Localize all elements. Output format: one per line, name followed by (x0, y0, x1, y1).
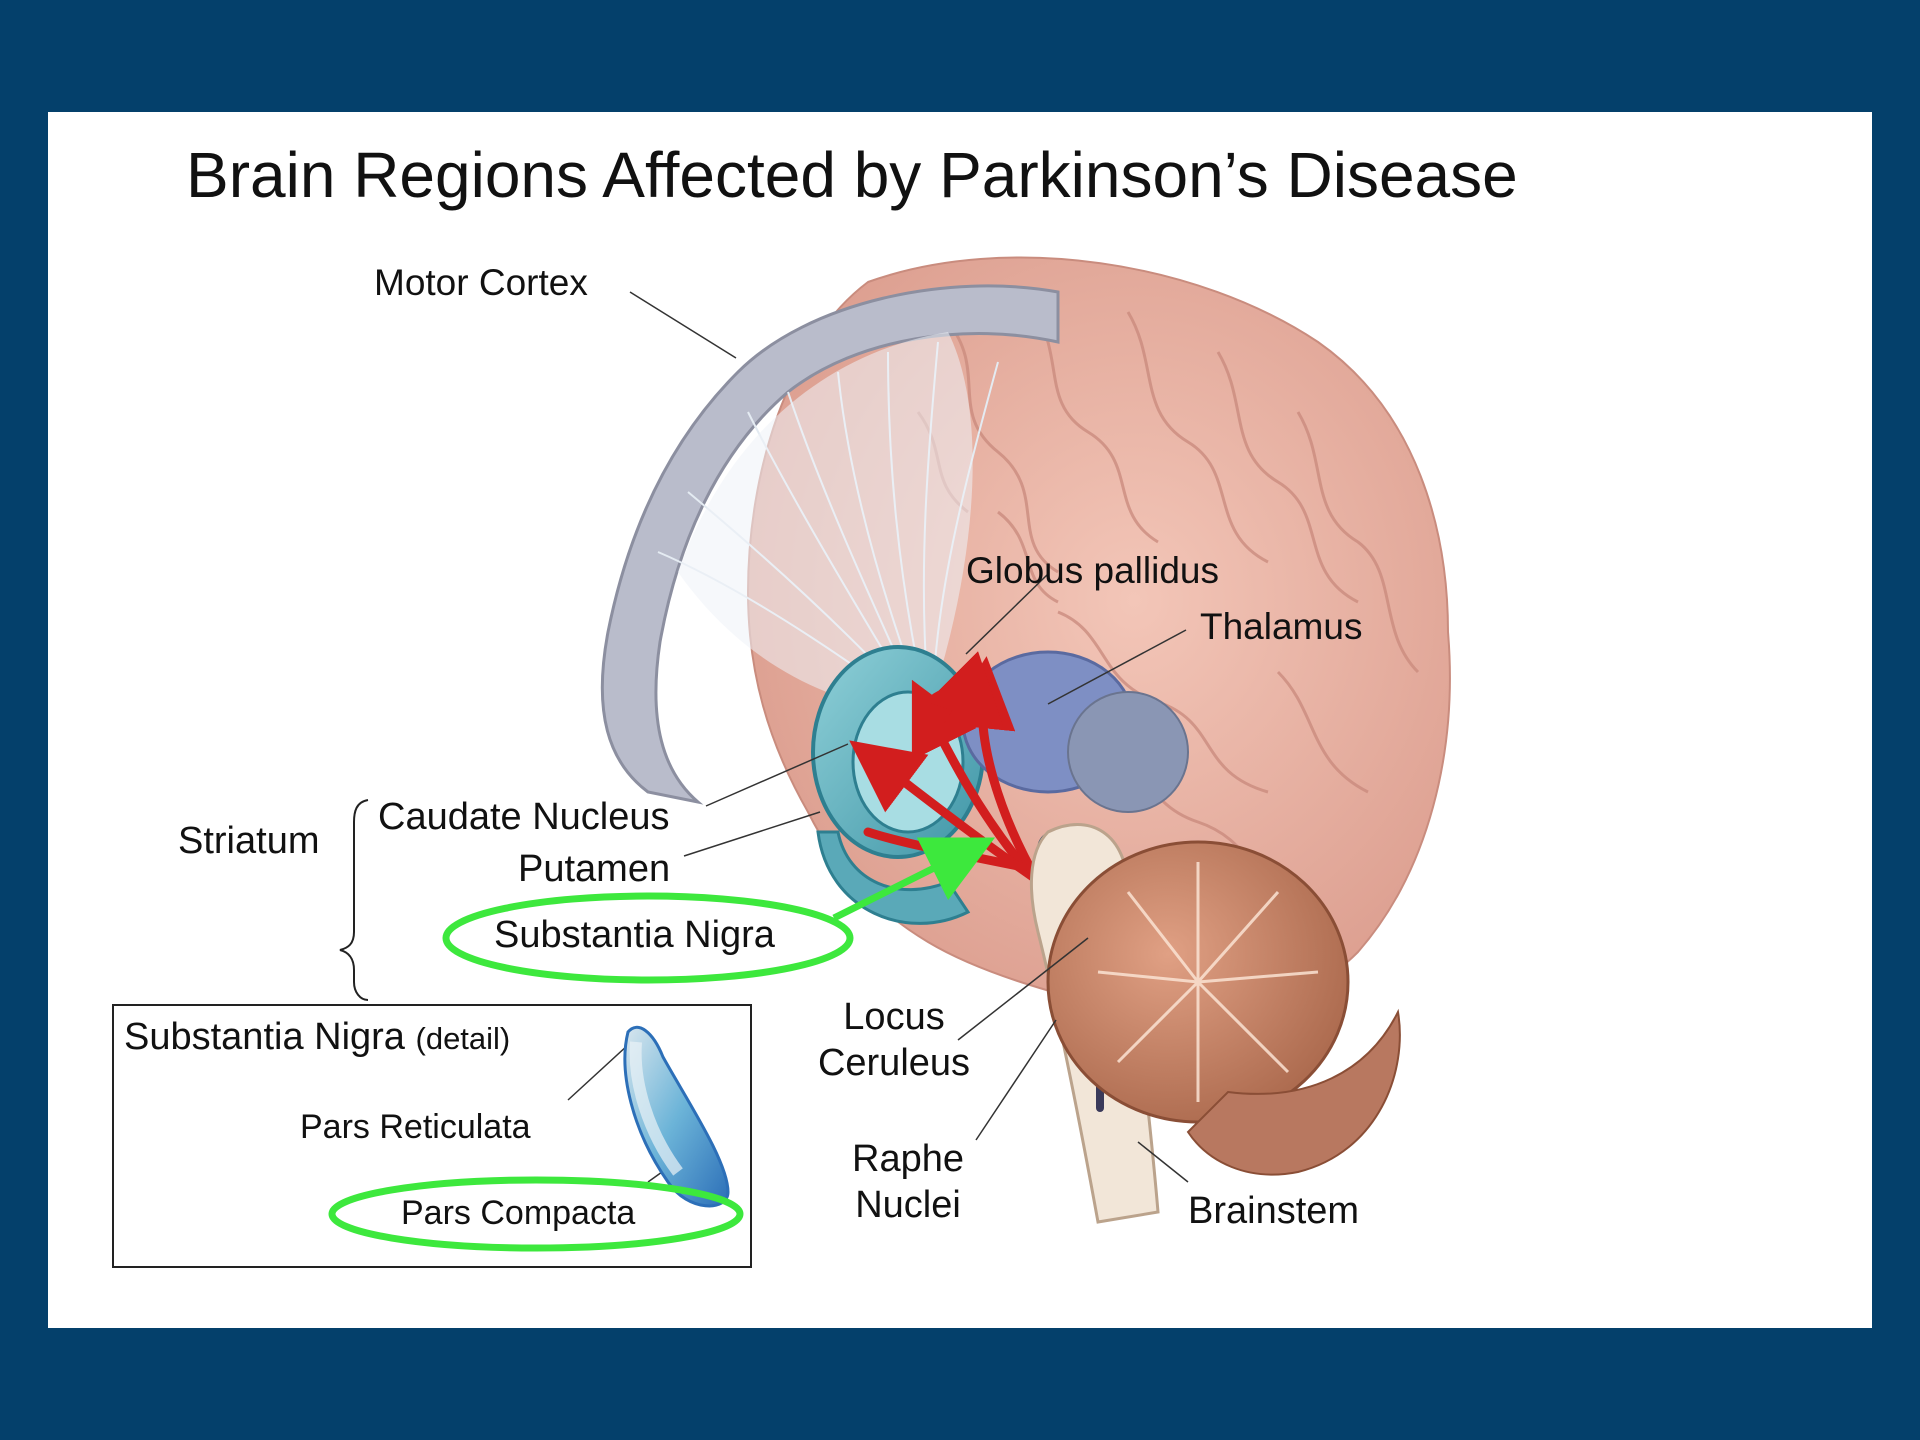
label-motor-cortex: Motor Cortex (374, 264, 588, 301)
inset-title-text: Substantia Nigra (124, 1016, 405, 1058)
slide-title: Brain Regions Affected by Parkinson’s Di… (186, 138, 1518, 212)
label-pars-reticulata: Pars Reticulata (300, 1110, 531, 1144)
label-locus-ceruleus-line2: Ceruleus (784, 1040, 1004, 1086)
label-raphe-nuclei-line1: Raphe (838, 1136, 978, 1182)
label-brainstem: Brainstem (1188, 1192, 1359, 1230)
label-thalamus: Thalamus (1200, 608, 1362, 645)
label-substantia-nigra: Substantia Nigra (494, 916, 775, 954)
label-globus-pallidus: Globus pallidus (966, 552, 1219, 589)
label-caudate-nucleus: Caudate Nucleus (378, 798, 670, 836)
inset-title-note: (detail) (416, 1021, 511, 1056)
slide: Brain Regions Affected by Parkinson’s Di… (48, 112, 1872, 1328)
label-pars-compacta: Pars Compacta (401, 1196, 635, 1230)
label-locus-ceruleus: Locus Ceruleus (784, 994, 1004, 1086)
label-striatum: Striatum (178, 822, 319, 860)
label-putamen: Putamen (518, 850, 670, 888)
label-raphe-nuclei-line2: Nuclei (838, 1182, 978, 1228)
inset-title: Substantia Nigra (detail) (124, 1018, 510, 1056)
label-locus-ceruleus-line1: Locus (784, 994, 1004, 1040)
label-raphe-nuclei: Raphe Nuclei (838, 1136, 978, 1228)
striatum-brace (340, 800, 368, 1000)
